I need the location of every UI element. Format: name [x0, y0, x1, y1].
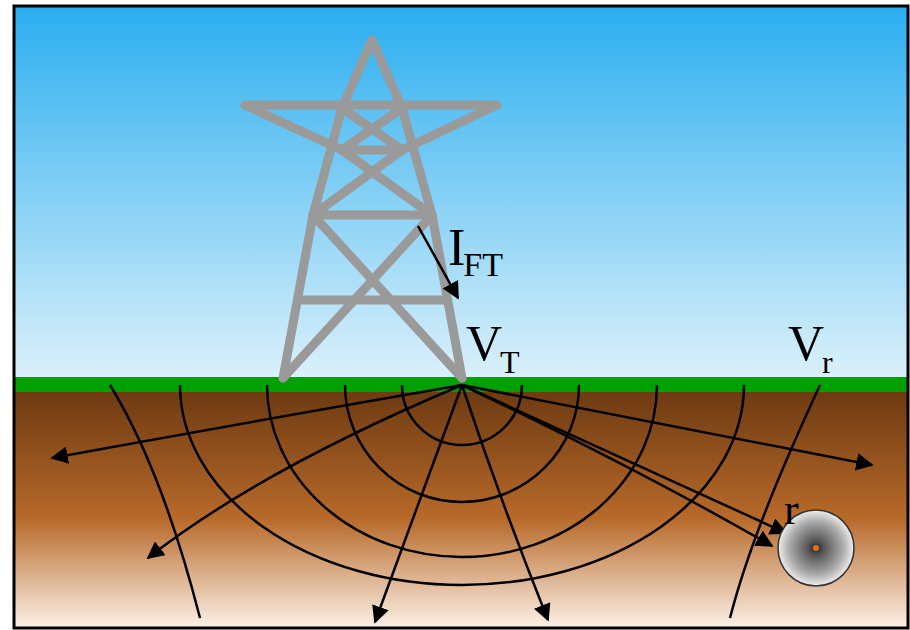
pipe-core	[813, 545, 819, 551]
sky	[14, 6, 908, 386]
voltage-subscript: T	[500, 346, 520, 378]
voltage-subscript: r	[822, 346, 833, 378]
transmission-tower	[245, 40, 497, 378]
voltage-symbol: V	[788, 318, 824, 368]
soil	[14, 386, 908, 628]
current-flow-arrows	[52, 385, 872, 622]
voltage-symbol: V	[466, 318, 502, 368]
current-subscript: FT	[463, 248, 503, 282]
distance-label: r	[784, 488, 799, 532]
equipotential-lines	[110, 385, 820, 618]
current-symbol: I	[448, 222, 465, 274]
frame	[14, 6, 908, 628]
